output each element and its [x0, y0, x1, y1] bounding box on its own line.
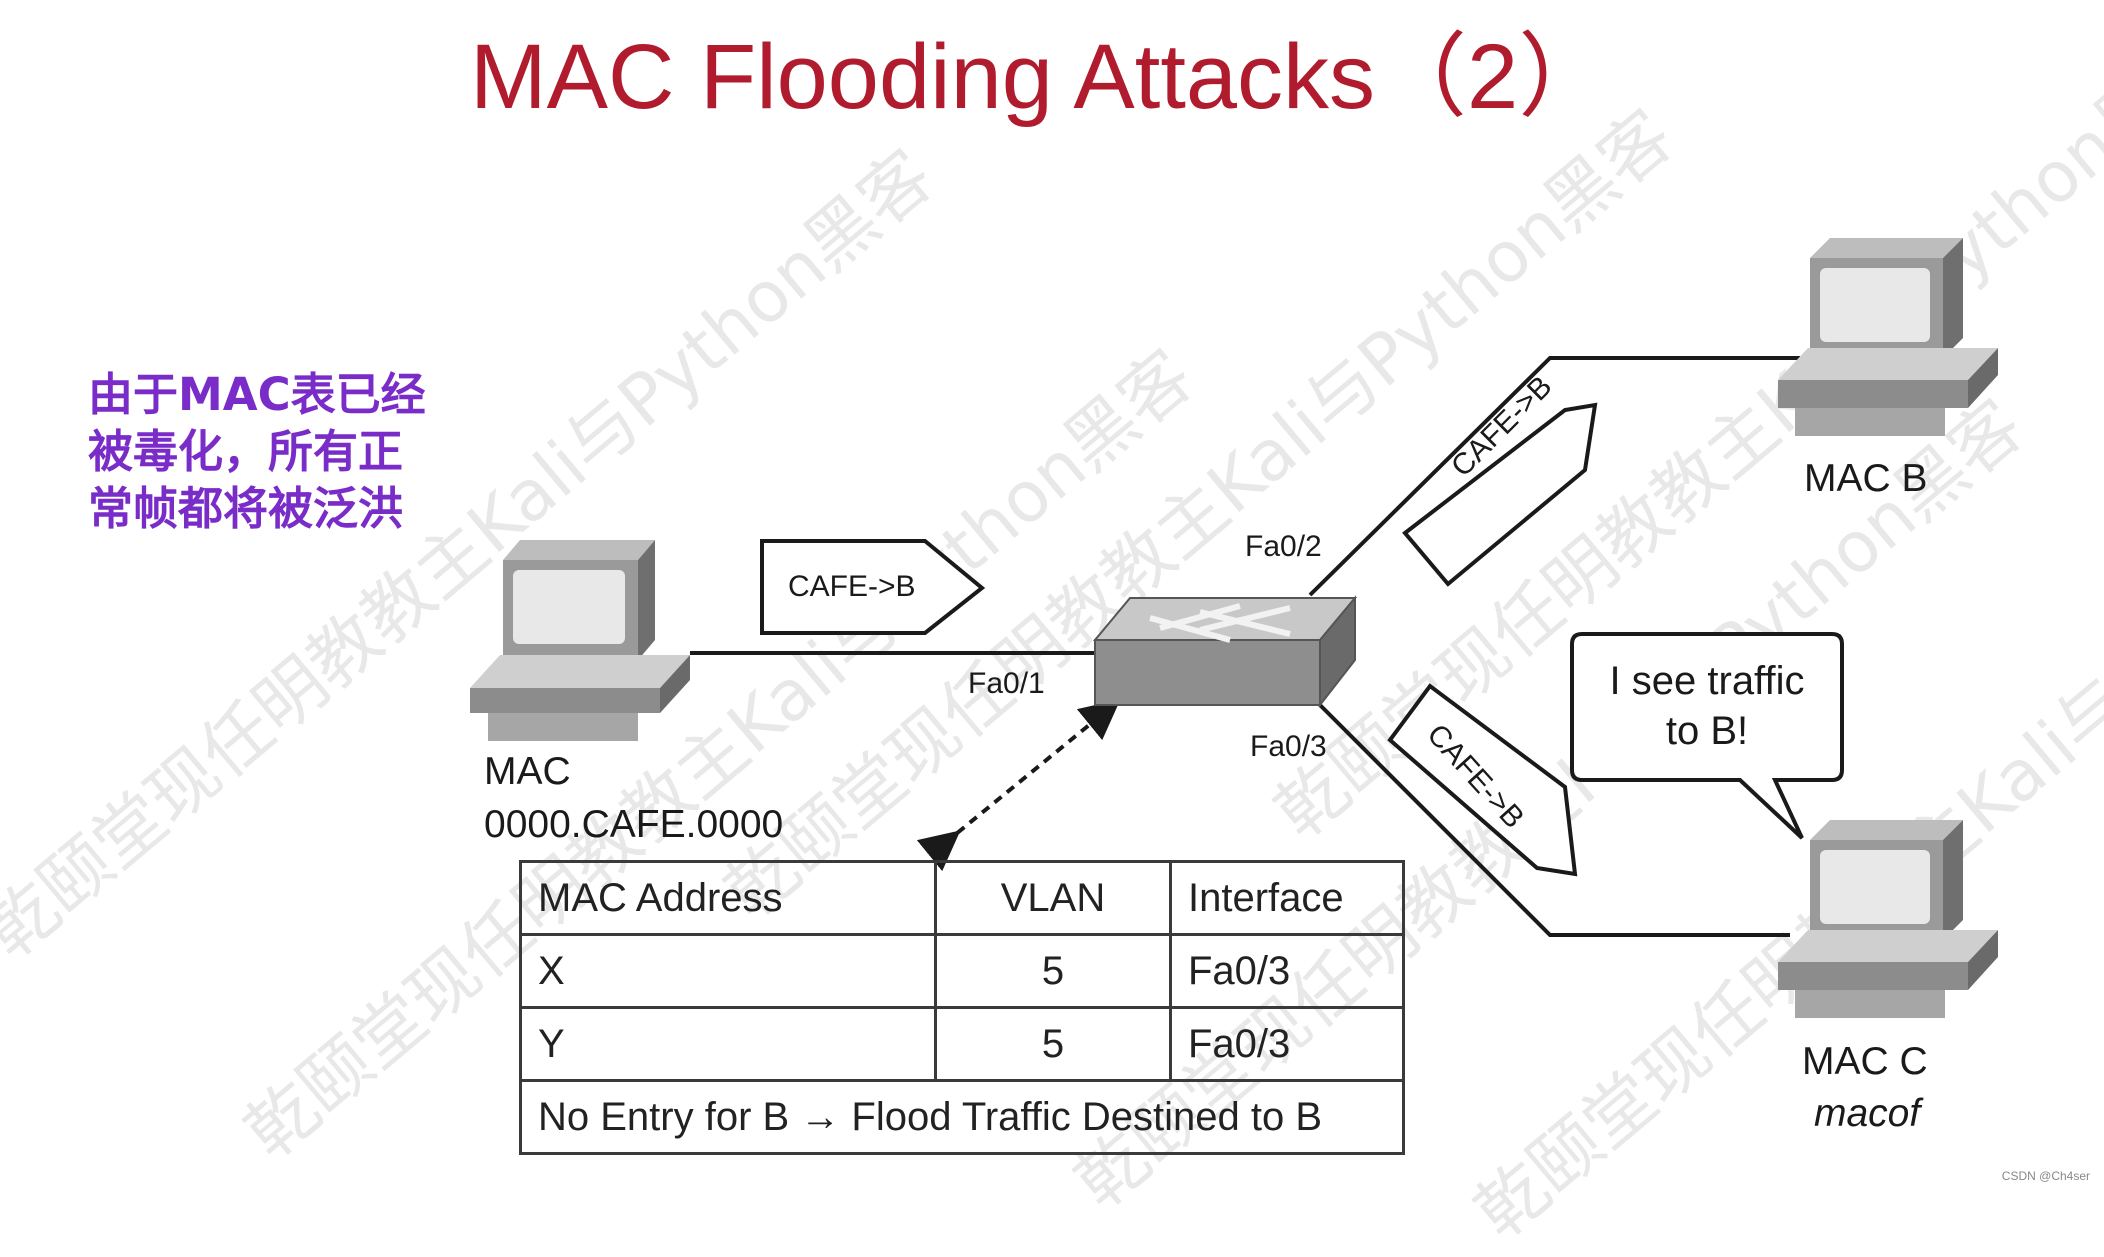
column-header-vlan: VLAN	[934, 860, 1172, 936]
table-row: X 5 Fa0/3	[519, 933, 1405, 1009]
switch-icon	[1092, 595, 1358, 708]
note-line: 被毒化，所有正	[88, 425, 404, 478]
frame-arrow-b	[1402, 402, 1598, 587]
table-lookup-arrow	[916, 699, 1121, 872]
bubble-line: I see traffic	[1609, 659, 1805, 703]
cell-vlan: 5	[934, 933, 1172, 1009]
mac-address-table: MAC Address VLAN Interface X 5 Fa0/3 Y 5…	[519, 860, 1405, 1155]
speech-bubble-text: I see traffic to B!	[1572, 656, 1842, 756]
cell-mac: X	[519, 933, 937, 1009]
column-header-mac: MAC Address	[519, 860, 937, 936]
note-line: 常帧都将被泛洪	[88, 482, 404, 535]
host-a-label: MAC	[484, 750, 571, 793]
table-row: Y 5 Fa0/3	[519, 1006, 1405, 1082]
table-header-row: MAC Address VLAN Interface	[519, 860, 1405, 936]
frame-label-a: CAFE->B	[788, 570, 916, 603]
port-label-fa03: Fa0/3	[1250, 730, 1327, 763]
note-line: 由于MAC表已经	[88, 368, 426, 421]
port-label-fa01: Fa0/1	[968, 667, 1045, 700]
host-b-label: MAC B	[1804, 457, 1928, 500]
page-title: MAC Flooding Attacks（2）	[470, 26, 1611, 128]
cell-interface: Fa0/3	[1169, 933, 1405, 1009]
computer-icon	[1778, 238, 1998, 436]
port-label-fa02: Fa0/2	[1245, 530, 1322, 563]
annotation-note: 由于MAC表已经 被毒化，所有正 常帧都将被泛洪	[88, 366, 448, 537]
frame-arrow-a	[760, 539, 986, 635]
cell-interface: Fa0/3	[1169, 1006, 1405, 1082]
host-c-tool: macof	[1814, 1092, 1921, 1135]
table-footer-row: No Entry for B → Flood Traffic Destined …	[519, 1079, 1405, 1155]
frame-arrow-c	[1387, 683, 1578, 877]
cell-mac: Y	[519, 1006, 937, 1082]
credit-text: CSDN @Ch4ser	[2001, 1169, 2090, 1183]
topology-graphic	[470, 238, 1998, 1018]
computer-icon	[470, 540, 690, 741]
host-a-address: 0000.CAFE.0000	[484, 803, 784, 846]
link-switch-b	[1308, 356, 1800, 597]
cell-vlan: 5	[934, 1006, 1172, 1082]
speech-bubble	[1570, 632, 1844, 840]
bubble-line: to B!	[1665, 709, 1749, 753]
table-footer: No Entry for B → Flood Traffic Destined …	[519, 1079, 1405, 1155]
diagram-canvas: 乾颐堂现任明教教主Kali与Python黑客 乾颐堂现任明教教主Kali与Pyt…	[0, 14, 2104, 1254]
host-c-label: MAC C	[1802, 1040, 1928, 1083]
link-switch-c	[1308, 693, 1790, 937]
column-header-interface: Interface	[1169, 860, 1405, 936]
computer-icon	[1778, 820, 1998, 1018]
